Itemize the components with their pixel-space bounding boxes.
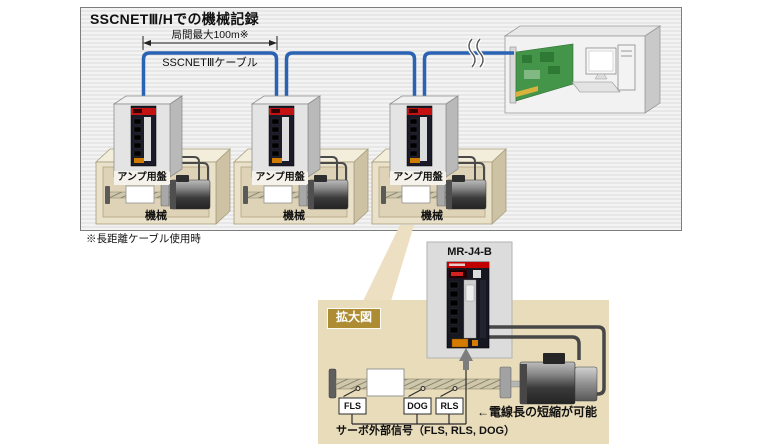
- machine-label-2: 機械: [283, 210, 305, 222]
- limit-switch-label-rls: RLS: [440, 401, 459, 411]
- signal-wires: [351, 360, 467, 425]
- cable-break-icon: [467, 37, 485, 69]
- enlarged-ballscrew: [328, 366, 524, 399]
- sscnet-cable-label: SSCNETⅢケーブル: [162, 57, 258, 69]
- position-board-icon: [509, 43, 574, 104]
- motor-icon: [519, 353, 598, 405]
- callout-wedge: [363, 225, 414, 301]
- signal-arrow-icon: [459, 348, 473, 370]
- machine-label-1: 機械: [145, 210, 167, 222]
- amp-panel-label-3: アンプ用盤: [390, 172, 446, 184]
- machine-label-3: 機械: [421, 210, 443, 222]
- amplifier-model-label: MR-J4-B: [447, 246, 492, 258]
- amp-panel-label-2: アンプ用盤: [252, 172, 308, 184]
- limit-switch-label-dog: DOG: [407, 401, 428, 411]
- enlarged-view-tag: 拡大図: [327, 308, 382, 329]
- footnote: ※長距離ケーブル使用時: [86, 233, 201, 245]
- limit-switches: [338, 385, 464, 415]
- diagram-title: SSCNETⅢ/Hでの機械記録: [90, 11, 259, 27]
- amp-panel-label-1: アンプ用盤: [114, 172, 170, 184]
- wire-length-note: ←電線長の短縮が可能: [477, 405, 598, 419]
- limit-switch-label-fls: FLS: [344, 401, 361, 411]
- machine-station-2: [233, 95, 369, 225]
- machine-station-1: [95, 95, 231, 225]
- sscnet-cables: [141, 51, 514, 110]
- dimension-arrow: [142, 36, 278, 50]
- machine-station-3: [371, 95, 507, 225]
- servo-amplifier-icon: [446, 261, 490, 349]
- motor-cables: [489, 325, 606, 396]
- pc-station: [503, 25, 662, 114]
- max-distance-label: 局間最大100m※: [171, 29, 249, 41]
- external-signal-note: サーボ外部信号（FLS, RLS, DOG）: [336, 425, 516, 437]
- personal-computer-icon: [571, 44, 636, 93]
